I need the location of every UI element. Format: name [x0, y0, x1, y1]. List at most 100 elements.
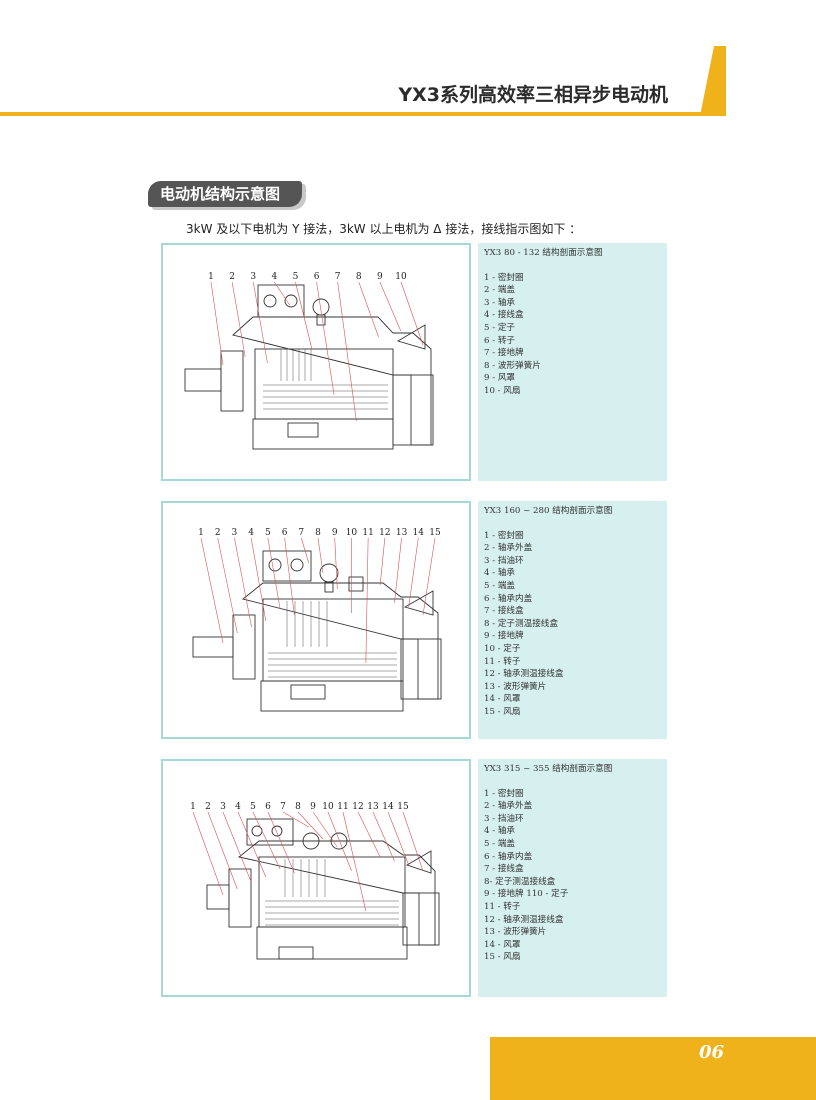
legend-title: YX3 160 ~ 280 结构剖面示意图	[484, 506, 613, 516]
part-number-label: 6	[265, 802, 271, 812]
part-number-label: 3	[220, 802, 226, 812]
part-number-label: 9	[377, 272, 383, 282]
leader-line	[337, 281, 357, 422]
legend-item: 6 - 轴承内盖	[484, 851, 533, 862]
legend-item: 13 - 波形弹簧片	[484, 681, 547, 692]
part-number-label: 8	[356, 272, 362, 282]
legend-title: YX3 315 ~ 355 结构剖面示意图	[484, 764, 613, 774]
part-number-label: 4	[235, 802, 241, 812]
leader-line	[217, 537, 238, 634]
legend-item: 6 - 转子	[484, 335, 516, 346]
legend-item: 7 - 接地牌	[484, 348, 524, 359]
header-accent-tab	[700, 46, 726, 116]
part-number-label: 4	[248, 528, 254, 538]
part-number-label: 10	[395, 272, 407, 282]
leader-line	[231, 281, 246, 358]
leader-line	[334, 537, 338, 590]
legend-item: 6 - 轴承内盖	[484, 593, 533, 604]
part-number-label: 7	[298, 528, 304, 538]
leader-line	[408, 537, 419, 608]
part-number-label: 9	[310, 802, 316, 812]
legend-item: 3 - 挡油环	[484, 555, 524, 566]
leader-line	[327, 811, 352, 872]
part-number-label: 14	[413, 528, 425, 538]
leader-line	[267, 537, 281, 610]
leader-line	[394, 537, 402, 604]
leader-line	[267, 811, 295, 874]
leader-line	[295, 281, 313, 350]
legend-item: 9 - 接地牌 110 - 定子	[484, 889, 569, 900]
part-number-label: 7	[335, 272, 341, 282]
leader-line	[342, 811, 367, 912]
document-title: YX3系列高效率三相异步电动机	[398, 84, 668, 106]
legend-item: 1 - 密封圈	[484, 530, 524, 541]
legend-item: 8 - 定子测温接线盒	[484, 618, 558, 629]
legend-item: 3 - 挡油环	[484, 813, 524, 824]
part-number-label: 15	[397, 802, 409, 812]
legend-item: 5 - 端盖	[484, 580, 516, 591]
legend-item: 1 - 密封圈	[484, 272, 524, 283]
part-number-label: 6	[282, 528, 288, 538]
leader-line	[234, 537, 252, 628]
part-number-label: 2	[229, 272, 235, 282]
part-number-label: 1	[190, 802, 196, 812]
legend-item: 15 - 风扇	[484, 952, 521, 963]
legend-item: 12 - 轴承测温接线盒	[484, 914, 564, 925]
legend-item: 1 - 密封圈	[484, 788, 524, 799]
leader-line	[200, 537, 224, 644]
part-number-label: 3	[232, 528, 238, 538]
part-number-label: 6	[314, 272, 320, 282]
legend-item: 4 - 轴承	[484, 568, 516, 579]
section-title: 电动机结构示意图	[148, 181, 303, 207]
legend-item: 2 - 端盖	[484, 285, 516, 296]
leader-line	[250, 537, 267, 622]
part-number-label: 5	[250, 802, 256, 812]
legend-item: 11 - 转子	[484, 901, 521, 912]
leader-line	[312, 811, 338, 848]
part-number-label: 8	[295, 802, 301, 812]
leader-line	[372, 811, 395, 862]
leader-line	[379, 537, 386, 586]
leader-line	[387, 811, 409, 866]
legend-title: YX3 80 - 132 结构剖面示意图	[484, 248, 603, 258]
part-number-label: 10	[346, 528, 358, 538]
wiring-note: 3kW 及以下电机为 Y 接法，3kW 以上电机为 Δ 接法，接线指示图如下 ：	[186, 222, 582, 236]
header-rule	[0, 112, 725, 116]
part-number-label: 14	[382, 802, 394, 812]
part-number-label: 5	[265, 528, 271, 538]
legend-item: 14 - 风罩	[484, 694, 521, 705]
legend-item: 9 - 接地牌	[484, 631, 524, 642]
leader-line	[317, 537, 324, 574]
page-number: 06	[698, 1042, 724, 1063]
legend-item: 12 - 轴承测温接线盒	[484, 669, 564, 680]
part-number-label: 11	[337, 802, 348, 812]
leader-line	[297, 811, 324, 840]
legend-item: 3 - 轴承	[484, 297, 516, 308]
leader-line	[400, 281, 424, 346]
leader-line	[358, 281, 379, 338]
leader-line	[252, 281, 268, 364]
leader-line	[379, 281, 402, 332]
leader-line	[237, 811, 267, 878]
legend-item: 7 - 接线盒	[484, 606, 524, 617]
part-number-label: 3	[250, 272, 256, 282]
legend-item: 8 - 波形弹簧片	[484, 360, 541, 371]
legend-item: 2 - 轴承外盖	[484, 543, 533, 554]
footer-bar	[490, 1037, 816, 1100]
leader-line	[207, 811, 238, 890]
legend-item: 5 - 端盖	[484, 838, 516, 849]
part-number-label: 12	[379, 528, 390, 538]
part-number-label: 10	[322, 802, 334, 812]
part-number-label: 1	[198, 528, 204, 538]
